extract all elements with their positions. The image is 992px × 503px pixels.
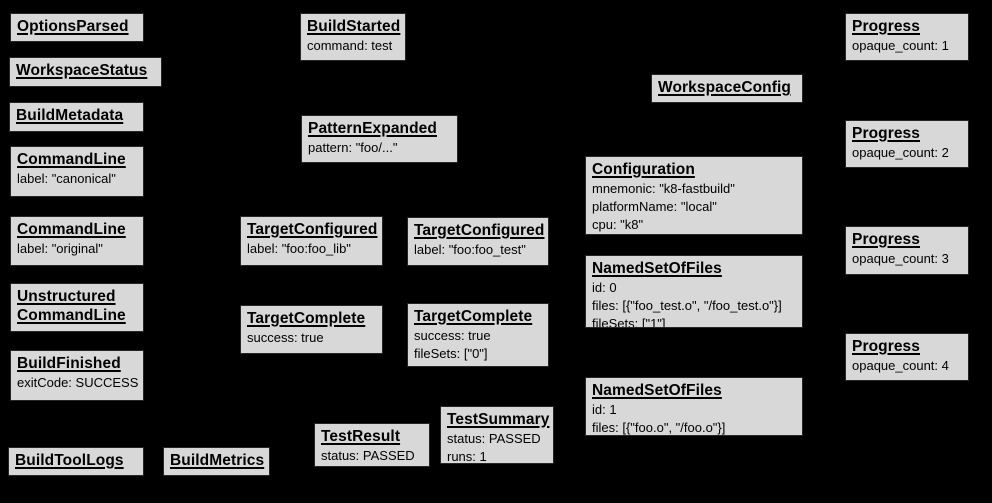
node-detail: id: 0: [592, 280, 617, 295]
node-progress-1: Progress opaque_count: 1: [845, 13, 969, 61]
node-title: TargetComplete: [247, 310, 366, 327]
node-detail: files: [{"foo_test.o", "/foo_test.o"}]: [592, 298, 782, 313]
node-detail: platformName: "local": [592, 199, 717, 214]
node-detail: status: PASSED: [447, 431, 541, 446]
node-title: BuildStarted: [307, 18, 401, 35]
node-detail: fileSets: ["0"]: [414, 346, 488, 361]
node-title: TargetConfigured: [247, 221, 378, 238]
node-title: Unstructured CommandLine: [17, 288, 126, 324]
node-title: BuildMetadata: [16, 107, 124, 124]
node-title: OptionsParsed: [17, 18, 129, 35]
node-detail: label: "foo:foo_lib": [247, 241, 351, 256]
node-detail: label: "canonical": [17, 171, 116, 186]
node-target-configured-foo-lib: TargetConfigured label: "foo:foo_lib": [240, 216, 383, 266]
node-detail: opaque_count: 2: [852, 145, 949, 160]
node-command-line-canonical: CommandLine label: "canonical": [10, 146, 144, 197]
node-title: TestSummary: [447, 411, 550, 428]
node-build-metadata: BuildMetadata: [9, 102, 144, 132]
node-title: NamedSetOfFiles: [592, 260, 722, 277]
node-detail: files: [{"foo.o", "/foo.o"}]: [592, 420, 726, 435]
node-target-configured-foo-test: TargetConfigured label: "foo:foo_test": [407, 217, 549, 266]
node-build-metrics: BuildMetrics: [163, 447, 270, 476]
node-detail: opaque_count: 1: [852, 38, 949, 53]
node-build-started: BuildStarted command: test: [300, 13, 406, 61]
node-title: Progress: [852, 125, 920, 142]
node-build-finished: BuildFinished exitCode: SUCCESS: [10, 350, 144, 401]
node-title: BuildToolLogs: [15, 452, 124, 469]
node-pattern-expanded: PatternExpanded pattern: "foo/...": [301, 115, 458, 163]
node-detail: mnemonic: "k8-fastbuild": [592, 181, 735, 196]
node-title: TargetComplete: [414, 308, 533, 325]
node-detail: opaque_count: 3: [852, 251, 949, 266]
node-detail: label: "foo:foo_test": [414, 242, 526, 257]
node-title: CommandLine: [17, 221, 126, 238]
node-detail: runs: 1: [447, 449, 487, 464]
node-build-tool-logs: BuildToolLogs: [8, 447, 144, 476]
node-title: BuildFinished: [17, 355, 121, 372]
node-title: Progress: [852, 338, 920, 355]
node-title: Progress: [852, 231, 920, 248]
node-detail: success: true: [414, 328, 491, 343]
node-workspace-status: WorkspaceStatus: [9, 57, 162, 87]
node-title: TargetConfigured: [414, 222, 545, 239]
node-detail: exitCode: SUCCESS: [17, 375, 139, 390]
node-workspace-config: WorkspaceConfig: [651, 74, 803, 103]
node-title: WorkspaceStatus: [16, 62, 148, 79]
node-title: Progress: [852, 18, 920, 35]
node-detail: success: true: [247, 330, 324, 345]
node-detail: cpu: "k8": [592, 217, 644, 232]
node-title: TestResult: [321, 428, 401, 445]
node-title: NamedSetOfFiles: [592, 382, 722, 399]
node-detail: opaque_count: 4: [852, 358, 949, 373]
node-test-summary: TestSummary status: PASSED runs: 1: [440, 406, 554, 464]
node-progress-4: Progress opaque_count: 4: [845, 333, 969, 381]
node-detail: id: 1: [592, 402, 617, 417]
node-progress-3: Progress opaque_count: 3: [845, 226, 969, 275]
node-configuration: Configuration mnemonic: "k8-fastbuild" pla…: [585, 156, 803, 235]
node-detail: pattern: "foo/...": [308, 140, 398, 155]
node-detail: label: "original": [17, 241, 103, 256]
node-title: WorkspaceConfig: [658, 79, 791, 96]
node-title: PatternExpanded: [308, 120, 437, 137]
node-test-result: TestResult status: PASSED: [314, 423, 430, 467]
node-detail: status: PASSED: [321, 448, 415, 463]
node-progress-2: Progress opaque_count: 2: [845, 120, 969, 168]
node-title: CommandLine: [17, 151, 126, 168]
node-detail: command: test: [307, 38, 393, 53]
node-title: BuildMetrics: [170, 452, 265, 469]
node-named-set-of-files-1: NamedSetOfFiles id: 1 files: [{"foo.o", "/…: [585, 377, 803, 436]
node-detail: fileSets: ["1"]: [592, 316, 666, 328]
node-target-complete-foo-test: TargetComplete success: true fileSets: ["0…: [407, 303, 549, 367]
node-options-parsed: OptionsParsed: [10, 13, 144, 42]
node-unstructured-command-line: Unstructured CommandLine: [10, 283, 144, 332]
node-title: Configuration: [592, 161, 695, 178]
node-target-complete-foo-lib: TargetComplete success: true: [240, 305, 383, 354]
node-command-line-original: CommandLine label: "original": [10, 216, 144, 266]
node-named-set-of-files-0: NamedSetOfFiles id: 0 files: [{"foo_test.o…: [585, 255, 803, 328]
